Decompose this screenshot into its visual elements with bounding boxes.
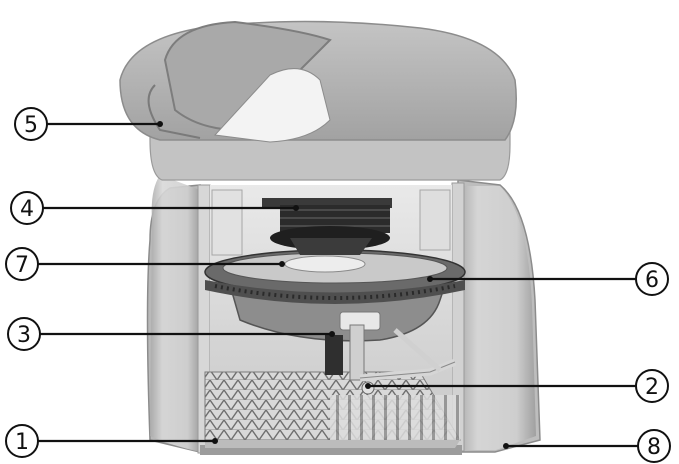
svg-text:5: 5	[24, 113, 38, 138]
callout-4: 4	[10, 191, 44, 225]
callout-6: 6	[635, 262, 669, 296]
top-cover	[119, 20, 517, 181]
svg-text:7: 7	[15, 253, 29, 278]
leaders	[38, 122, 638, 448]
impeller-assembly	[204, 249, 466, 342]
filter-grid	[204, 371, 461, 448]
motor	[262, 198, 392, 255]
callout-5: 5	[14, 107, 48, 141]
svg-text:4: 4	[20, 197, 34, 222]
callout-3: 3	[7, 317, 41, 351]
svg-text:3: 3	[17, 323, 31, 348]
svg-text:1: 1	[15, 430, 29, 455]
svg-text:8: 8	[647, 435, 661, 460]
callout-8: 8	[637, 429, 671, 463]
callout-2: 2	[635, 369, 669, 403]
svg-text:6: 6	[645, 268, 659, 293]
svg-text:2: 2	[645, 375, 659, 400]
leader-dots	[157, 121, 509, 449]
callout-1: 1	[5, 424, 39, 458]
callout-7: 7	[5, 247, 39, 281]
